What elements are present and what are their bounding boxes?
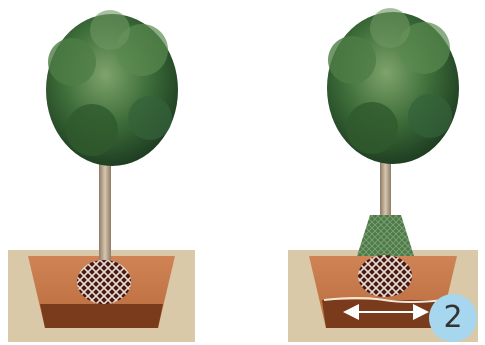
rootball-right (358, 255, 412, 297)
canopy-left (46, 10, 178, 166)
soil-bottom-layer-left (40, 304, 163, 328)
trunk-left (99, 158, 111, 270)
canopy-right (327, 8, 459, 164)
soil-bottom-layer-right (322, 300, 446, 328)
rootball-left (77, 260, 131, 304)
tree-in-pit-after (288, 8, 478, 342)
step-number-badge: 2 (429, 294, 477, 342)
trunk-guard-icon (357, 215, 414, 256)
tree-in-pit-before (8, 10, 195, 342)
